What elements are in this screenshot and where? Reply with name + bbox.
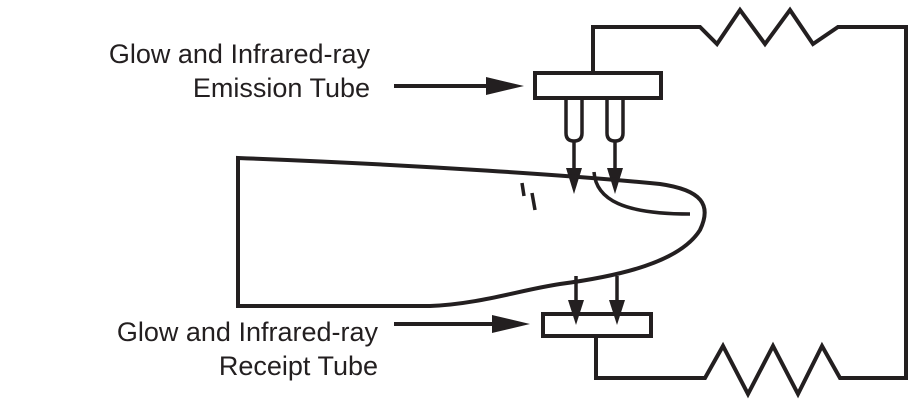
emission-pointer-arrowhead	[486, 77, 524, 95]
receipt-label-line2: Receipt Tube	[218, 351, 378, 381]
finger-outline	[236, 155, 707, 308]
skin-crease-2	[530, 192, 537, 211]
fingernail	[592, 171, 691, 216]
receipt-tube	[541, 312, 653, 338]
emission-tube-probe-right	[605, 98, 625, 143]
receipt-tube-label: Glow and Infrared-ray Receipt Tube	[117, 315, 378, 383]
receipt-label-line1: Glow and Infrared-ray	[116, 317, 378, 347]
receipt-pointer-arrowhead	[492, 315, 530, 333]
emission-arrowhead-left	[566, 168, 582, 194]
emission-label-line1: Glow and Infrared-ray	[108, 39, 370, 69]
emission-tube-label: Glow and Infrared-ray Emission Tube	[109, 37, 370, 105]
circuit-wire	[591, 6, 908, 399]
emission-tube-probe-left	[564, 98, 584, 143]
emission-tube	[533, 71, 663, 100]
skin-crease-1	[520, 182, 526, 197]
emission-label-line2: Emission Tube	[192, 73, 370, 103]
